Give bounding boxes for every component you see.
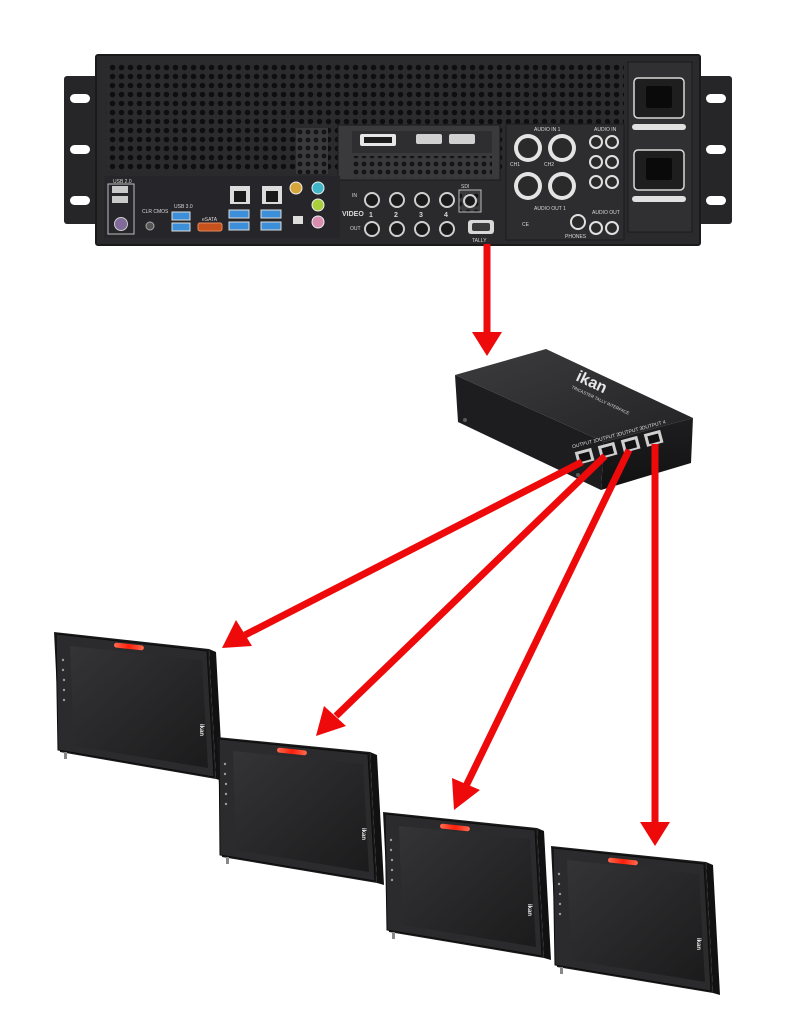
monitor-3: ikan bbox=[383, 812, 551, 960]
svg-text:1: 1 bbox=[369, 212, 373, 219]
arrow-output-2-to-monitor-2 bbox=[316, 453, 608, 736]
rack-ear-right bbox=[696, 76, 732, 224]
monitor-3-brand: ikan bbox=[526, 904, 532, 916]
ethernet-ports bbox=[230, 186, 282, 204]
svg-text:AUDIO IN 1: AUDIO IN 1 bbox=[534, 127, 561, 133]
tally-port: TALLY bbox=[468, 220, 494, 244]
audio-xlr-panel: AUDIO IN 1 CH1 CH2 AUDIO OUT 1 CE PHONES… bbox=[505, 123, 625, 241]
svg-text:AUDIO OUT 1: AUDIO OUT 1 bbox=[534, 206, 566, 212]
monitor-1-tally-light bbox=[114, 642, 144, 651]
monitor-1-brand: ikan bbox=[198, 724, 204, 736]
svg-text:3: 3 bbox=[419, 212, 423, 219]
svg-text:SDI: SDI bbox=[461, 184, 469, 190]
svg-text:USB 3.0: USB 3.0 bbox=[174, 204, 193, 210]
svg-text:AUDIO IN: AUDIO IN bbox=[594, 127, 617, 133]
monitor-2: ikan bbox=[217, 737, 384, 885]
arrow-output-1-to-monitor-1 bbox=[222, 458, 584, 648]
monitor-3-tally-light bbox=[440, 823, 470, 832]
rack-ear-left bbox=[64, 76, 100, 224]
sdi-connector: SDI bbox=[458, 184, 482, 213]
monitor-4: ikan bbox=[551, 846, 720, 995]
svg-text:IN: IN bbox=[352, 193, 357, 199]
svg-text:4: 4 bbox=[444, 212, 448, 219]
svg-text:VIDEO: VIDEO bbox=[342, 211, 364, 218]
arrow-output-3-to-monitor-3 bbox=[452, 448, 633, 810]
esata-port: eSATA bbox=[197, 217, 223, 232]
svg-text:TALLY: TALLY bbox=[472, 238, 487, 244]
svg-text:PHONES: PHONES bbox=[565, 234, 587, 240]
power-supply-bays bbox=[627, 61, 693, 233]
svg-text:OUT: OUT bbox=[350, 226, 361, 232]
arrow-server-to-interface bbox=[472, 244, 502, 356]
svg-text:CE: CE bbox=[522, 222, 530, 228]
video-bnc-connectors: IN VIDEO OUT 1 2 3 4 bbox=[342, 192, 455, 237]
usb-3-ports-left: USB 3.0 bbox=[171, 204, 193, 232]
arrow-output-4-to-monitor-4 bbox=[640, 444, 670, 846]
svg-text:CLR CMOS: CLR CMOS bbox=[142, 209, 169, 215]
monitor-4-tally-light bbox=[608, 857, 638, 866]
usb-2-ports: USB 2.0 bbox=[107, 179, 135, 235]
production-server: USB 2.0 CLR CMOS USB 3.0 eSATA bbox=[64, 54, 732, 246]
monitor-2-brand: ikan bbox=[360, 828, 366, 840]
tally-interface-box: ikan TRICASTER TALLY INTERFACE OUTPUT 1 … bbox=[455, 349, 693, 490]
monitor-2-tally-light bbox=[277, 747, 307, 756]
usb-3-ports-right bbox=[228, 209, 282, 231]
audio-jacks bbox=[289, 181, 325, 229]
svg-text:AUDIO OUT: AUDIO OUT bbox=[592, 210, 620, 216]
svg-text:CH1: CH1 bbox=[510, 162, 520, 168]
svg-text:eSATA: eSATA bbox=[202, 217, 218, 223]
monitor-1: ikan bbox=[54, 632, 223, 781]
svg-text:USB 2.0: USB 2.0 bbox=[113, 179, 132, 185]
svg-text:CH2: CH2 bbox=[544, 162, 554, 168]
clear-cmos-button: CLR CMOS bbox=[142, 209, 169, 231]
monitor-4-brand: ikan bbox=[695, 938, 701, 950]
svg-text:2: 2 bbox=[394, 212, 398, 219]
